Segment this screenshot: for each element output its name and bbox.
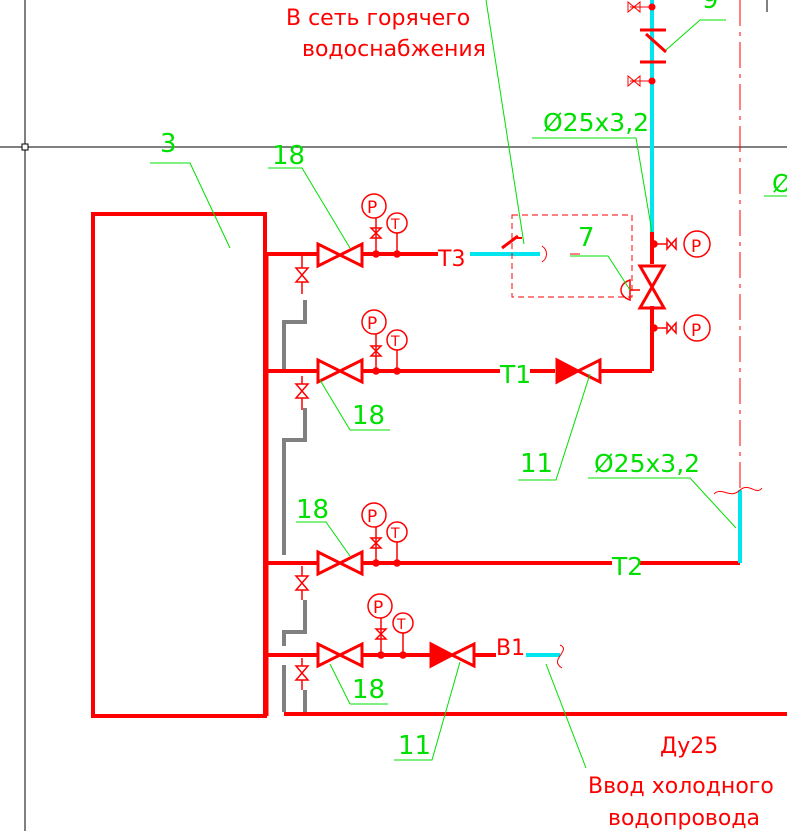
instruments-t1 [361, 309, 408, 375]
callout-ball-valve: 18 [272, 141, 305, 171]
ball-valve-t2[interactable] [316, 549, 364, 577]
gauge-label-p: Р [367, 507, 377, 527]
instruments-b1 [367, 593, 414, 659]
leader-lines [150, 19, 787, 761]
pipe-size-label: Ø25х3,2 [543, 108, 649, 137]
callout-regulator: 7 [578, 223, 595, 253]
gauge-label-t: Т [390, 217, 400, 233]
hot-water-network-label-2: водоснабжения [302, 37, 486, 62]
pipe-size-label-partial: Ø [772, 169, 787, 198]
callout-ball-valve: 18 [352, 675, 385, 705]
check-valve-b1[interactable] [429, 641, 476, 669]
pipe-size-label: Ø25х3,2 [594, 449, 700, 478]
instruments-t2 [361, 502, 408, 567]
gauge-label-p: Р [691, 321, 701, 341]
regulator-valve[interactable] [620, 264, 667, 310]
check-valve-t1[interactable] [555, 357, 602, 385]
ball-valve-t1[interactable] [316, 357, 364, 385]
pipe-label-b1: В1 [496, 636, 525, 661]
water-heater[interactable] [91, 212, 267, 718]
pipe-label-t2: Т2 [611, 552, 643, 581]
hot-water-network-label-1: В сеть горячего [286, 6, 470, 31]
cold-water-inlet-label-1: Ввод холодного [588, 774, 774, 799]
cold-water-inlet-label-2: водопровода [608, 806, 760, 831]
gauge-label-t: Т [396, 617, 406, 633]
text-leaders [485, 0, 587, 769]
gauge-label-p: Р [367, 198, 377, 218]
ball-valve-t3[interactable] [316, 241, 364, 269]
gauge-label-p: Р [691, 237, 701, 257]
gauge-label-t: Т [390, 334, 400, 350]
drain-valves [294, 256, 310, 690]
gauge-label-p: Р [373, 598, 383, 618]
nominal-diameter-label: Ду25 [660, 734, 718, 759]
gauge-label-t: Т [390, 526, 400, 542]
pipe-breaks [541, 245, 763, 669]
instruments-t3 [361, 193, 408, 258]
gauge-label-p: Р [367, 314, 377, 334]
pressure-gauge-regulator-in [650, 230, 711, 258]
callout-check-valve: 11 [398, 731, 431, 761]
callout-ball-valve: 18 [296, 495, 329, 525]
callout-top-partial: 9 [702, 0, 719, 15]
ball-valve-b1[interactable] [316, 641, 364, 669]
top-valves [627, 0, 668, 88]
drain-pipes [282, 300, 307, 712]
mixing-assembly [501, 214, 633, 298]
callout-heater: 3 [160, 129, 177, 159]
pipe-label-t1: Т1 [499, 360, 531, 389]
pressure-gauge-regulator-out [650, 314, 711, 342]
callout-check-valve: 11 [520, 449, 553, 479]
pipe-label-t3: Т3 [437, 247, 465, 272]
callout-ball-valve: 18 [352, 401, 385, 431]
